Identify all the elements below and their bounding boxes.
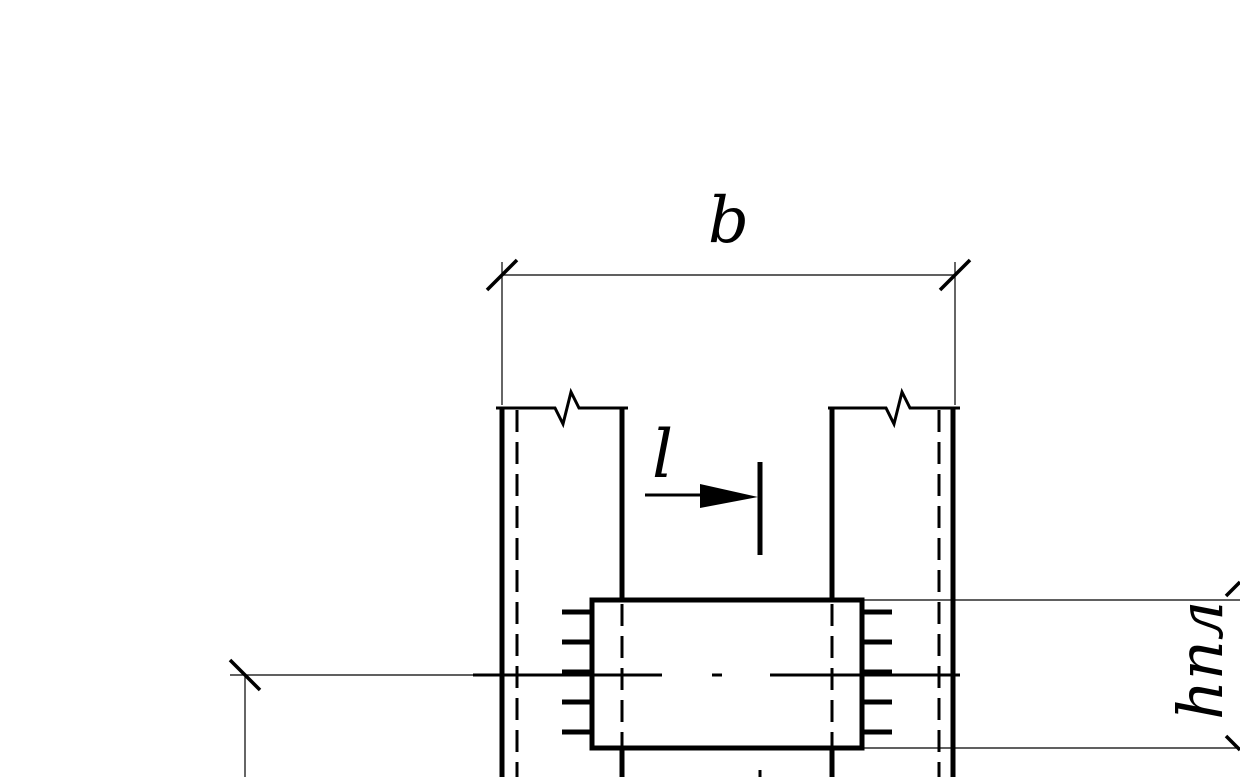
label-plate-height: hпл: [1164, 601, 1237, 720]
left-break-line: [496, 387, 628, 429]
right-break-line: [828, 387, 960, 429]
tick-bottom: [1224, 734, 1240, 752]
tick-right: [938, 258, 972, 292]
section-mark: l: [645, 416, 763, 555]
label-l: l: [652, 416, 673, 493]
left-tick: [228, 658, 262, 692]
left-dimension: [228, 658, 500, 777]
dimension-plate-height: hпл: [862, 580, 1240, 752]
left-column: [496, 387, 628, 777]
label-b: b: [708, 184, 749, 258]
tick-top: [1224, 580, 1240, 598]
dimension-b: b: [485, 184, 972, 405]
section-arrow-head: [700, 484, 758, 508]
right-column: [828, 387, 960, 777]
tick-left: [485, 258, 519, 292]
center-axis: [473, 673, 960, 777]
